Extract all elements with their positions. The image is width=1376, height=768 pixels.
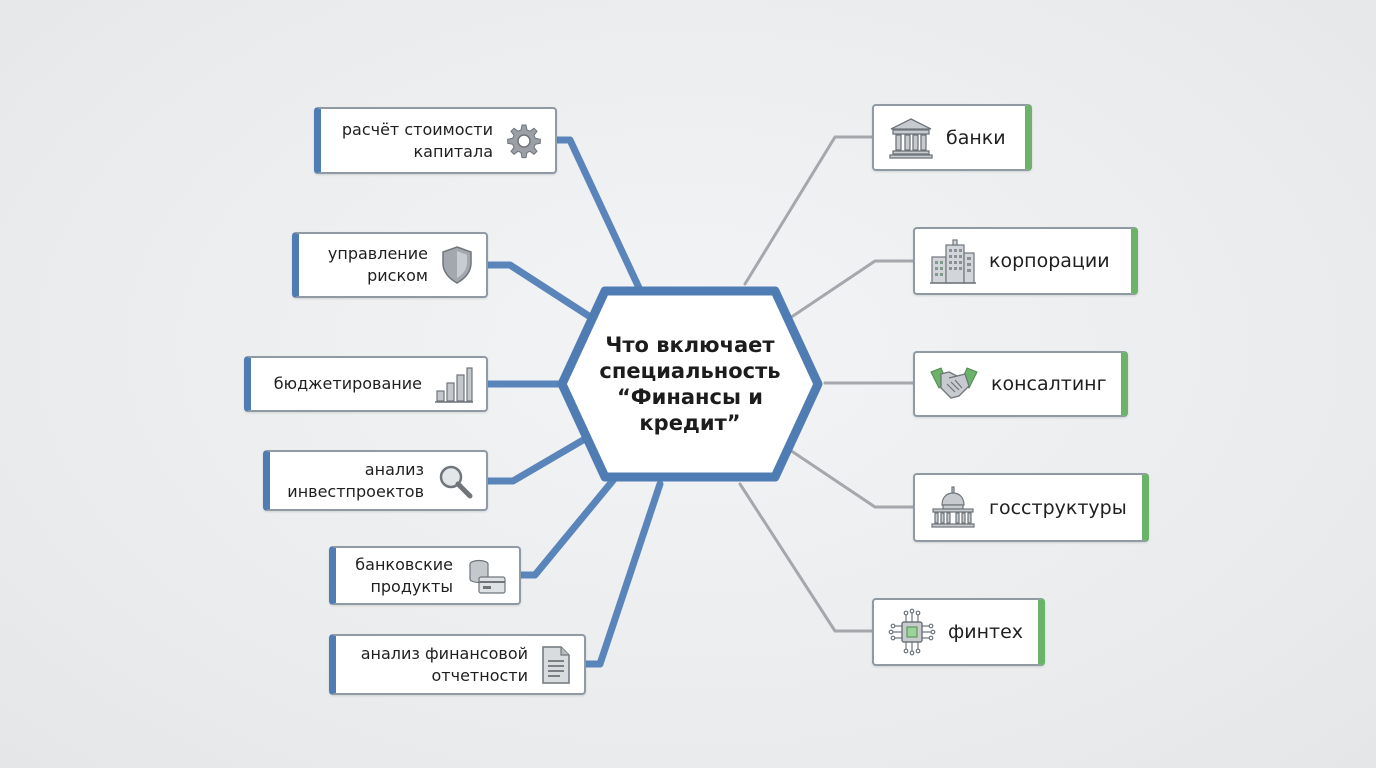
competency-bank-products: банковские продукты [329, 546, 521, 605]
connector-banks [743, 135, 874, 286]
hexagon-shape [557, 286, 823, 482]
employer-government: госструктуры [913, 473, 1149, 542]
central-title: Что включает специальность “Финансы и кр… [599, 333, 781, 435]
competency-label: банковские продукты [355, 554, 453, 596]
capitol-icon [929, 485, 977, 531]
competency-investment: анализ инвестпроектов [263, 450, 488, 511]
connector-fintech [738, 482, 874, 633]
competency-capital-cost: расчёт стоимости капитала [314, 107, 557, 174]
magnifier-icon [436, 462, 474, 500]
connector-corporations [788, 259, 915, 320]
employer-banks: банки [872, 104, 1032, 171]
coins-card-icon [465, 557, 507, 595]
connector-investment [483, 432, 594, 485]
employer-corporations: корпорации [913, 227, 1138, 295]
competency-label: анализ инвестпроектов [287, 459, 424, 501]
competency-label: управление риском [327, 244, 428, 285]
connector-bank-products [516, 474, 619, 579]
central-hexagon: Что включает специальность “Финансы и кр… [555, 284, 825, 484]
competency-label: бюджетирование [273, 374, 422, 393]
document-icon [540, 645, 572, 685]
office-buildings-icon [929, 237, 977, 285]
employer-fintech: финтех [872, 598, 1045, 666]
employer-label: консалтинг [991, 373, 1107, 395]
bank-building-icon [888, 116, 934, 160]
employer-label: корпорации [989, 250, 1110, 272]
connector-government [788, 448, 915, 509]
employer-label: финтех [948, 621, 1024, 643]
competency-financial-statements: анализ финансовой отчетности [329, 634, 586, 695]
employer-label: банки [946, 126, 1006, 149]
employer-consulting: консалтинг [913, 351, 1128, 417]
gear-icon [505, 122, 543, 160]
bar-chart-icon [434, 364, 474, 404]
employer-label: госструктуры [989, 496, 1127, 519]
connector-risk [483, 261, 599, 324]
chip-icon [888, 608, 936, 656]
connector-financial-statements [581, 480, 664, 668]
shield-icon [440, 245, 474, 285]
competency-label: анализ финансовой отчетности [360, 643, 528, 685]
competency-budgeting: бюджетирование [244, 356, 488, 412]
competency-risk: управление риском [292, 232, 488, 298]
connector-capital-cost [551, 136, 644, 294]
competency-label: расчёт стоимости капитала [341, 119, 493, 161]
handshake-icon [929, 364, 979, 404]
